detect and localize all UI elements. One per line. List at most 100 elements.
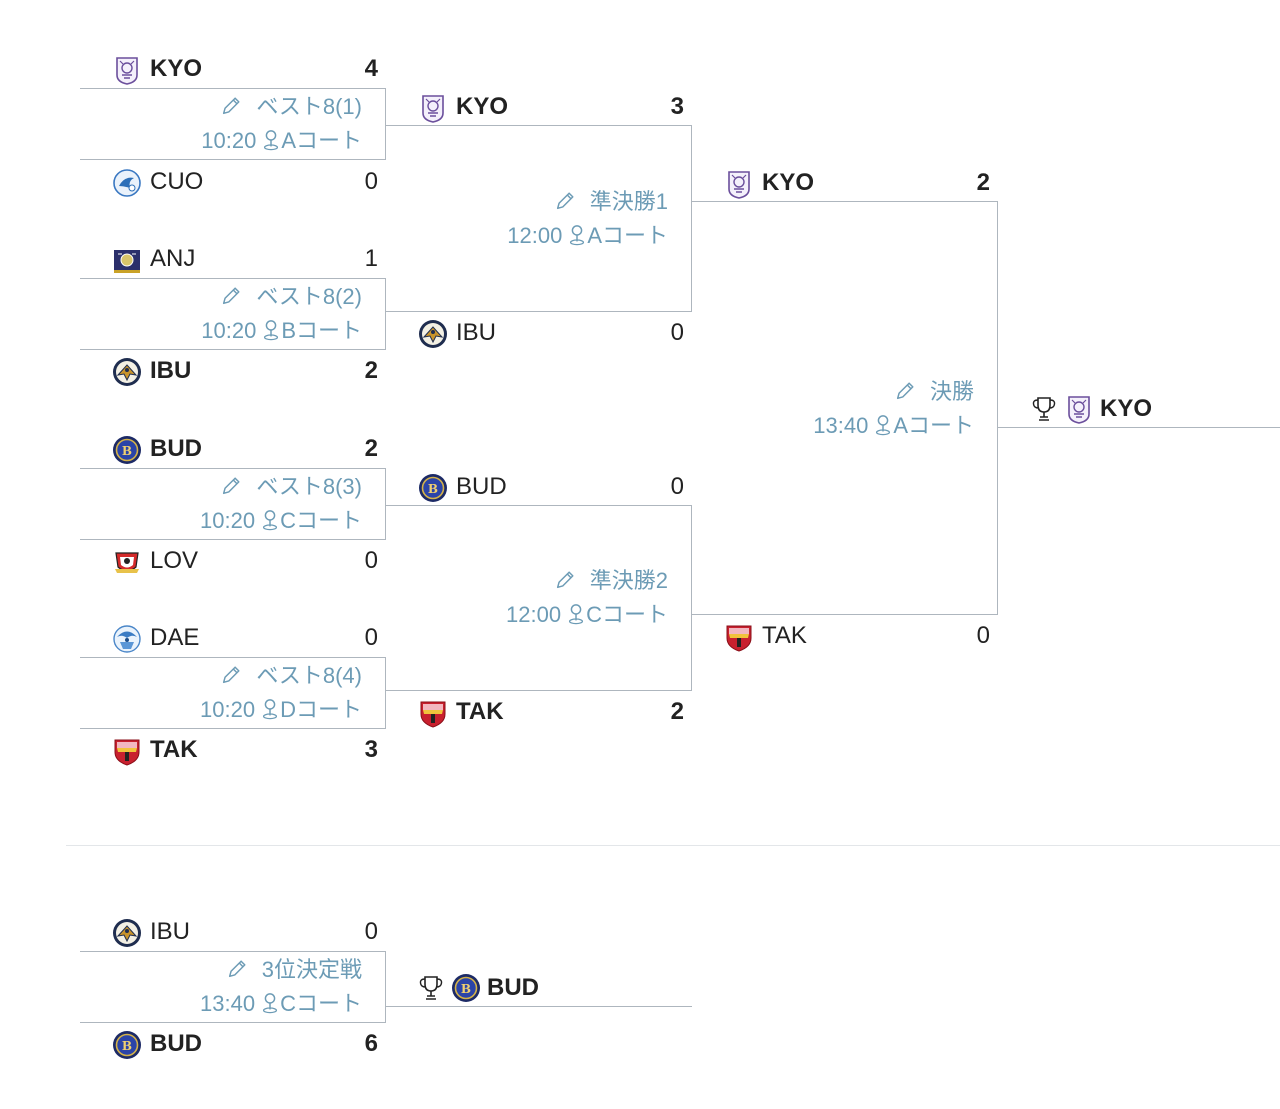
cuo-logo-icon — [112, 168, 142, 198]
team-name: IBU — [150, 918, 191, 945]
match-time: 10:20 — [200, 697, 256, 722]
team-name: LOV — [150, 547, 199, 574]
match-label: 準決勝2 — [589, 568, 668, 593]
team-name: BUD — [456, 473, 507, 500]
team-score: 4 — [364, 55, 378, 82]
team-slot[interactable]: BUD 2 — [80, 433, 386, 465]
match-court: Aコート — [281, 128, 362, 153]
match-time: 10:20 — [201, 128, 257, 153]
team-name: KYO — [762, 169, 815, 196]
location-pin-icon — [874, 414, 892, 436]
team-slot[interactable]: KYO 3 — [386, 91, 692, 123]
pencil-icon[interactable] — [554, 569, 576, 591]
team-slot[interactable]: IBU 0 — [386, 317, 692, 349]
champion-slot[interactable]: KYO — [1030, 393, 1270, 425]
third-place-winner-slot[interactable]: BUD — [417, 972, 677, 1004]
team-score: 0 — [364, 547, 378, 574]
team-score: 2 — [976, 169, 990, 196]
team-name: ANJ — [150, 245, 196, 272]
team-score: 0 — [976, 622, 990, 649]
team-name: BUD — [150, 1030, 202, 1057]
team-score: 1 — [364, 245, 378, 272]
team-score: 0 — [670, 473, 684, 500]
team-score: 2 — [364, 357, 378, 384]
team-slot[interactable]: TAK 2 — [386, 696, 692, 728]
team-slot[interactable]: KYO 2 — [692, 167, 998, 199]
match-info-sf2[interactable]: 準決勝2 12:00 Cコート — [386, 564, 668, 632]
match-label: ベスト8(3) — [256, 474, 362, 499]
team-name: KYO — [150, 55, 203, 82]
team-name: TAK — [456, 698, 504, 725]
match-court: Cコート — [280, 991, 362, 1016]
match-court: Dコート — [280, 697, 362, 722]
trophy-icon — [1030, 395, 1058, 423]
match-label: 準決勝1 — [589, 189, 668, 214]
team-name: KYO — [456, 93, 509, 120]
team-name: BUD — [150, 435, 202, 462]
team-score: 6 — [364, 1030, 378, 1057]
ibu-logo-icon — [112, 918, 142, 948]
team-slot[interactable]: DAE 0 — [80, 622, 386, 654]
match-court: Aコート — [587, 223, 668, 248]
pencil-icon[interactable] — [554, 190, 576, 212]
match-label: 決勝 — [929, 379, 974, 404]
team-slot[interactable]: TAK 0 — [692, 620, 998, 652]
team-slot[interactable]: BUD 6 — [80, 1028, 386, 1060]
ibu-logo-icon — [418, 319, 448, 349]
pencil-icon[interactable] — [894, 380, 916, 402]
pencil-icon[interactable] — [226, 958, 248, 980]
match-court: Cコート — [280, 508, 362, 533]
location-pin-icon — [262, 319, 280, 341]
team-slot[interactable]: IBU 2 — [80, 355, 386, 387]
location-pin-icon — [568, 224, 586, 246]
match-time: 13:40 — [813, 413, 869, 438]
ibu-logo-icon — [112, 357, 142, 387]
match-court: Aコート — [893, 413, 974, 438]
team-score: 2 — [670, 698, 684, 725]
team-slot[interactable]: ANJ 1 — [80, 243, 386, 275]
team-name: TAK — [150, 736, 198, 763]
kyo-logo-icon — [1064, 394, 1094, 424]
team-slot[interactable]: CUO 0 — [80, 166, 386, 198]
match-time: 10:20 — [200, 508, 256, 533]
team-score: 0 — [364, 168, 378, 195]
bud-logo-icon — [112, 435, 142, 465]
bud-logo-icon — [451, 973, 481, 1003]
team-name: CUO — [150, 168, 204, 195]
match-time: 13:40 — [200, 991, 256, 1016]
match-info-final[interactable]: 決勝 13:40 Aコート — [692, 375, 974, 443]
section-divider — [66, 845, 1280, 846]
location-pin-icon — [567, 603, 585, 625]
team-slot[interactable]: LOV 0 — [80, 545, 386, 577]
team-name: IBU — [150, 357, 192, 384]
tak-logo-icon — [418, 698, 448, 728]
pencil-icon[interactable] — [220, 95, 242, 117]
match-info-qf3[interactable]: ベスト8(3) 10:20 Cコート — [80, 470, 362, 538]
team-slot[interactable]: IBU 0 — [80, 916, 386, 948]
team-slot[interactable]: TAK 3 — [80, 734, 386, 766]
match-time: 12:00 — [506, 602, 562, 627]
dae-logo-icon — [112, 624, 142, 654]
match-court: Cコート — [586, 602, 668, 627]
team-name: IBU — [456, 319, 497, 346]
pencil-icon[interactable] — [220, 285, 242, 307]
tak-logo-icon — [724, 622, 754, 652]
team-score: 2 — [364, 435, 378, 462]
match-label: ベスト8(2) — [256, 284, 362, 309]
team-slot[interactable]: KYO 4 — [80, 53, 386, 85]
match-time: 10:20 — [201, 318, 257, 343]
team-slot[interactable]: BUD 0 — [386, 471, 692, 503]
tak-logo-icon — [112, 736, 142, 766]
pencil-icon[interactable] — [220, 475, 242, 497]
kyo-logo-icon — [112, 55, 142, 85]
bud-logo-icon — [418, 473, 448, 503]
kyo-logo-icon — [724, 169, 754, 199]
team-name: DAE — [150, 624, 200, 651]
champion-name: KYO — [1100, 395, 1153, 422]
pencil-icon[interactable] — [220, 664, 242, 686]
